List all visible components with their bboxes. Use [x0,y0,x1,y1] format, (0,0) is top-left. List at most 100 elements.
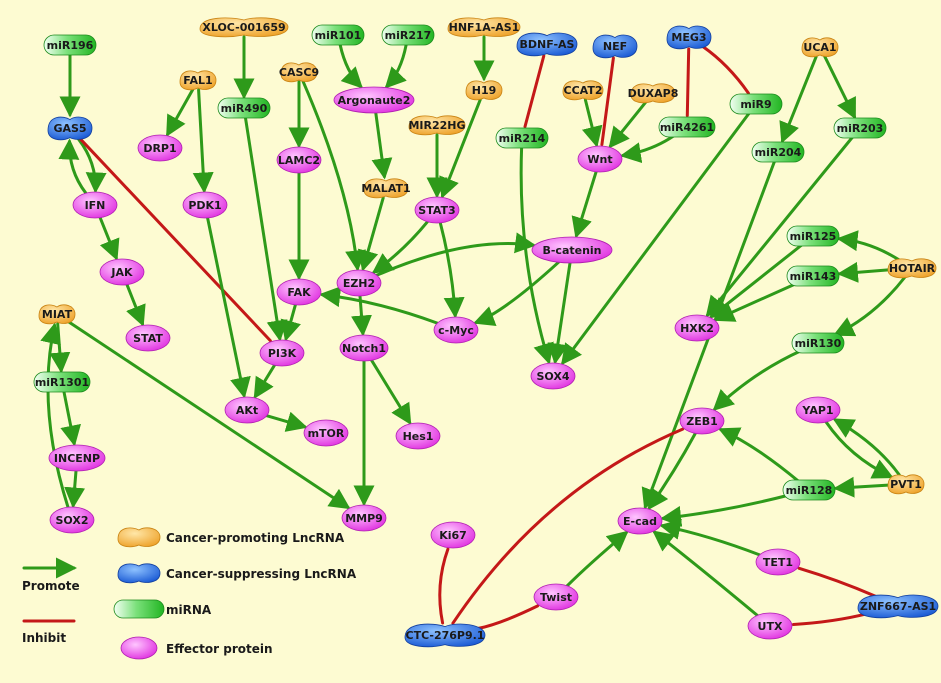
node-shape-Ki67 [430,521,476,549]
node-miR196[interactable]: miR196 [43,34,97,56]
node-cMyc[interactable]: c-Myc [433,316,479,344]
node-miR143[interactable]: miR143 [786,265,840,287]
node-Notch1[interactable]: Notch1 [339,334,389,362]
node-NEF[interactable]: NEF [592,34,638,59]
edge-promote-Twist-to-Ecad [565,530,629,588]
node-UCA1[interactable]: UCA1 [801,37,839,58]
edge-promote-miR101-to-Argonaute2 [338,43,363,89]
node-GAS5[interactable]: GAS5 [47,116,93,141]
node-Argonaute2[interactable]: Argonaute2 [333,86,415,114]
node-MIR22HG[interactable]: MIR22HG [408,115,466,136]
edge-promote-PDK1-to-AKt [206,216,251,399]
node-miR128[interactable]: miR128 [782,479,836,501]
node-mTOR[interactable]: mTOR [303,419,349,447]
node-label-TET1: TET1 [763,556,793,569]
node-Ecad[interactable]: E-cad [617,507,663,535]
node-label-YAP1: YAP1 [801,404,833,417]
node-MALAT1[interactable]: MALAT1 [361,178,411,199]
node-label-miR204: miR204 [755,146,802,159]
node-shape-UCA1 [801,37,839,58]
node-shape-FAL1 [179,70,217,91]
node-LAMC2[interactable]: LAMC2 [276,146,322,174]
node-label-MIR22HG: MIR22HG [408,119,465,132]
node-miR4261[interactable]: miR4261 [658,116,716,138]
node-shape-PI3K [259,339,305,367]
node-DRP1[interactable]: DRP1 [137,134,183,162]
node-label-LAMC2: LAMC2 [278,154,320,167]
node-label-GAS5: GAS5 [53,122,86,135]
node-STAT3[interactable]: STAT3 [414,196,460,224]
node-CCAT2[interactable]: CCAT2 [562,80,604,101]
node-HOTAIR[interactable]: HOTAIR [887,258,937,279]
node-miR9[interactable]: miR9 [729,93,783,115]
node-SOX4[interactable]: SOX4 [530,362,576,390]
node-MIAT[interactable]: MIAT [38,304,76,325]
node-PVT1[interactable]: PVT1 [887,474,925,495]
node-shape-JAK [99,258,145,286]
edge-inhibit-MEG3-to-miR9 [701,44,750,95]
node-label-IFN: IFN [85,199,106,212]
node-FAK[interactable]: FAK [276,278,322,306]
node-DUXAP8[interactable]: DUXAP8 [628,83,679,104]
node-miR214[interactable]: miR214 [495,127,549,149]
node-CASC9[interactable]: CASC9 [279,62,319,83]
node-shape-AKt [224,396,270,424]
node-BDNF[interactable]: BDNF-AS [516,32,578,57]
node-XLOC[interactable]: XLOC-001659 [199,17,289,38]
node-PDK1[interactable]: PDK1 [182,191,228,219]
node-JAK[interactable]: JAK [99,258,145,286]
node-PI3K[interactable]: PI3K [259,339,305,367]
node-shape-miR143 [786,265,840,287]
node-label-NEF: NEF [603,40,627,53]
node-miR1301[interactable]: miR1301 [33,371,91,393]
node-miR217[interactable]: miR217 [381,24,435,46]
node-MEG3[interactable]: MEG3 [666,25,712,50]
node-CTC[interactable]: CTC-276P9.1 [404,623,486,648]
edge-inhibit-NEF-to-Wnt [600,56,615,147]
node-miR490[interactable]: miR490 [217,97,271,119]
node-ZNF667[interactable]: ZNF667-AS1 [857,594,939,619]
node-Twist[interactable]: Twist [533,583,579,611]
node-label-MALAT1: MALAT1 [361,182,410,195]
node-label-FAK: FAK [287,286,311,299]
edge-inhibit-CTC-to-Ki67 [438,547,450,625]
node-miR204[interactable]: miR204 [751,141,805,163]
node-label-miR9: miR9 [740,98,771,111]
node-IFN[interactable]: IFN [72,191,118,219]
edge-inhibit-CTC-to-ZEB1 [451,427,685,625]
node-AKt[interactable]: AKt [224,396,270,424]
node-UTX[interactable]: UTX [747,612,793,640]
node-shape-ZEB1 [679,407,725,435]
node-shape-EZH2 [336,269,382,297]
edge-promote-PI3K-to-AKt [253,363,276,400]
node-shape-miR214 [495,127,549,149]
node-miR203[interactable]: miR203 [833,117,887,139]
node-miR101[interactable]: miR101 [311,24,365,46]
node-YAP1[interactable]: YAP1 [795,396,841,424]
node-MMP9[interactable]: MMP9 [341,504,387,532]
node-SOX2[interactable]: SOX2 [49,506,95,534]
node-Ki67[interactable]: Ki67 [430,521,476,549]
legend-swatch-mirna [113,599,165,619]
edge-promote-EZH2-to-Bcatenin [375,232,537,277]
node-Hes1[interactable]: Hes1 [395,422,441,450]
node-INCENP[interactable]: INCENP [48,444,106,472]
node-shape-UTX [747,612,793,640]
node-TET1[interactable]: TET1 [755,548,801,576]
node-STAT[interactable]: STAT [125,324,171,352]
node-HNF1A[interactable]: HNF1A-AS1 [447,17,521,38]
node-H19[interactable]: H19 [465,80,503,101]
node-Wnt[interactable]: Wnt [577,145,623,173]
node-EZH2[interactable]: EZH2 [336,269,382,297]
edge-promote-TET1-to-Ecad [659,519,762,557]
node-miR125[interactable]: miR125 [786,225,840,247]
node-HXK2[interactable]: HXK2 [674,314,720,342]
edge-promote-MALAT1-to-EZH2 [357,196,385,272]
edge-promote-MIAT-to-MMP9 [67,320,351,510]
node-miR130[interactable]: miR130 [791,332,845,354]
node-Bcatenin[interactable]: B-catenin [531,236,613,264]
node-ZEB1[interactable]: ZEB1 [679,407,725,435]
node-label-miR203: miR203 [837,122,884,135]
node-FAL1[interactable]: FAL1 [179,70,217,91]
